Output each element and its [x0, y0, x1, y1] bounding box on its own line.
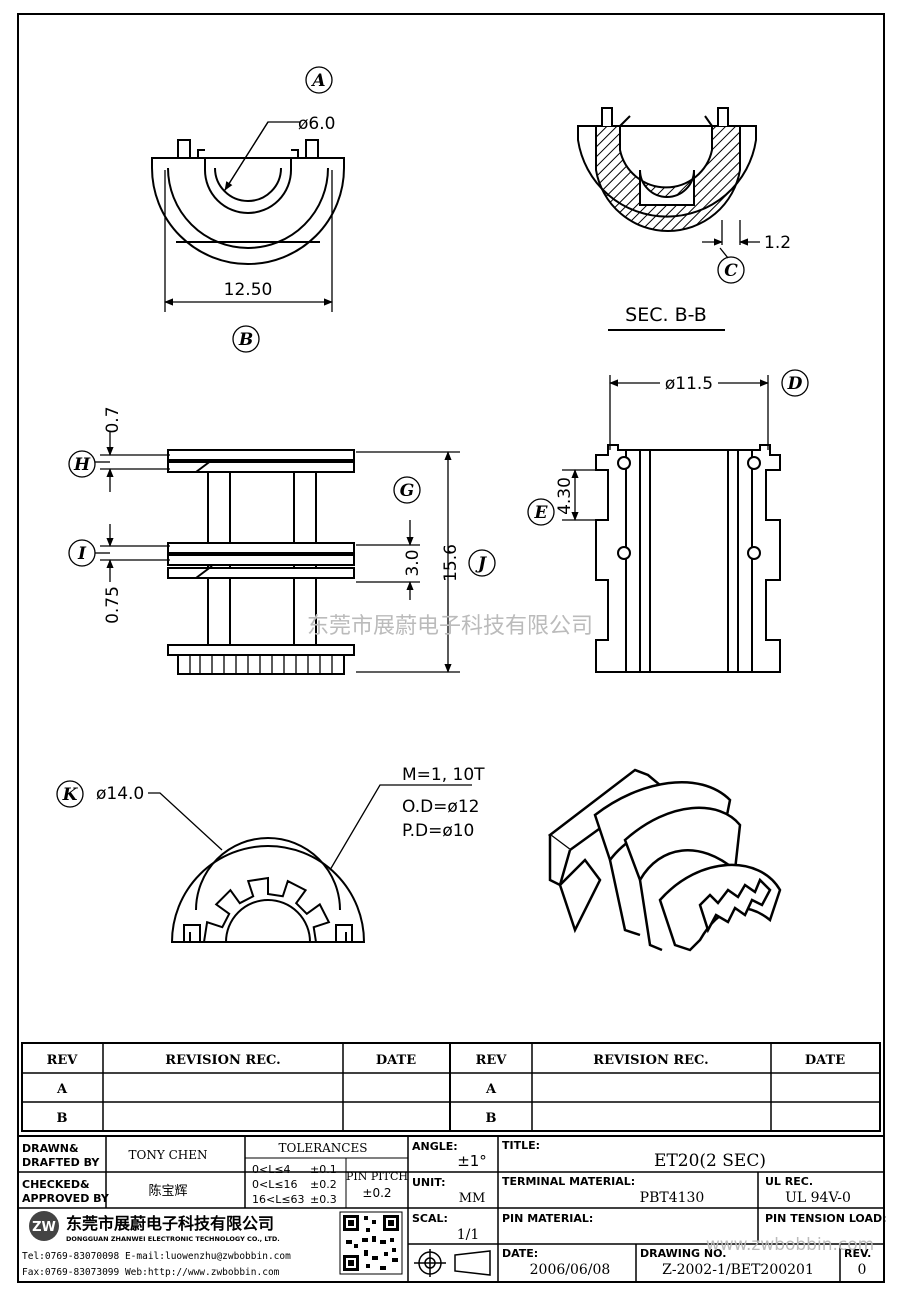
pin-pitch-label: PIN PITCH	[346, 1170, 408, 1183]
label-i: I	[77, 544, 87, 564]
unit-label: UNIT:	[412, 1176, 446, 1189]
tol-value-2: ±0.2	[310, 1178, 337, 1191]
view-section	[577, 107, 757, 232]
drawing-no-label: DRAWING NO.	[640, 1247, 726, 1260]
pin-pitch-value: ±0.2	[362, 1186, 391, 1200]
checked-value: 陈宝辉	[148, 1183, 187, 1199]
view-top	[151, 139, 345, 265]
tol-value-3: ±0.3	[310, 1193, 337, 1206]
dim-h430: 4.30	[555, 477, 575, 515]
angle-label: ANGLE:	[412, 1140, 458, 1153]
terminal-value: PBT4130	[640, 1190, 705, 1206]
dim-pd: P.D=ø10	[402, 821, 474, 841]
qr-code-icon	[339, 1211, 403, 1275]
rev-row-b-right: B	[486, 1111, 497, 1126]
drawn-label: DRAWN&	[22, 1142, 79, 1155]
projection-symbol-icon	[414, 1249, 491, 1277]
checked-label: CHECKED&	[22, 1178, 90, 1191]
dim-d60: ø6.0	[298, 114, 335, 134]
scal-value: 1/1	[457, 1227, 480, 1243]
contact-line-2: Fax:0769-83073099 Web:http://www.zwbobbi…	[22, 1267, 280, 1278]
view-isometric	[547, 768, 782, 952]
view-front	[595, 444, 781, 673]
drawn-label-2: DRAFTED BY	[22, 1156, 100, 1169]
scal-label: SCAL:	[412, 1212, 448, 1225]
dim-h07: 0.7	[103, 406, 123, 433]
tol-range-3: 16<L≤63	[252, 1193, 305, 1206]
unit-value: MM	[459, 1191, 486, 1206]
company-name-en: DONGGUAN ZHANWEI ELECTRONIC TECHNOLOGY C…	[66, 1235, 280, 1243]
rev-value: 0	[858, 1262, 867, 1278]
tol-value-1: ±0.1	[310, 1163, 337, 1176]
dim-t12: 1.2	[764, 233, 791, 253]
pin-tension-label: PIN TENSION LOAD:	[765, 1212, 887, 1225]
rev-head-2: REVISION REC.	[165, 1053, 280, 1068]
tol-range-1: 0<L≤4	[252, 1163, 291, 1176]
date-value: 2006/06/08	[530, 1262, 611, 1278]
label-c: C	[724, 261, 738, 281]
rev-row-b-left: B	[57, 1111, 68, 1126]
dim-h156: 15.6	[441, 544, 461, 582]
company-name-cn: 东莞市展蔚电子科技有限公司	[66, 1214, 274, 1233]
ul-value: UL 94V-0	[785, 1190, 851, 1206]
dim-d115: ø11.5	[665, 374, 713, 394]
tol-range-2: 0<L≤16	[252, 1178, 298, 1191]
company-logo: ZW	[29, 1211, 59, 1241]
terminal-label: TERMINAL MATERIAL:	[502, 1175, 635, 1188]
label-j: J	[475, 554, 487, 574]
rev-head-1: REV	[47, 1053, 79, 1068]
revision-head: REV REVISION REC. DATE REV REVISION REC.…	[47, 1053, 846, 1126]
label-d: D	[787, 374, 803, 394]
watermark-text: 东莞市展蔚电子科技有限公司	[307, 614, 593, 639]
ul-label: UL REC.	[765, 1175, 813, 1188]
dim-od: O.D=ø12	[402, 797, 479, 817]
rev-head-3: DATE	[376, 1053, 416, 1068]
contact-line-1: Tel:0769-83070098 E-mail:luowenzhu@zwbob…	[22, 1251, 291, 1262]
label-k: K	[62, 785, 79, 805]
svg-text:ZW: ZW	[32, 1220, 56, 1235]
label-h: H	[73, 455, 91, 475]
dim-d140: ø14.0	[96, 784, 144, 804]
view-gear	[170, 837, 366, 943]
label-a: A	[310, 71, 325, 91]
angle-value: ±1°	[457, 1152, 487, 1170]
watermark-url: www.zwbobbin.com	[706, 1235, 874, 1255]
rev-head-4: REV	[476, 1053, 508, 1068]
rev-row-a-left: A	[56, 1082, 68, 1097]
rev-label: REV.	[844, 1247, 871, 1260]
view-top-dims	[164, 66, 333, 353]
label-g: G	[400, 481, 415, 501]
label-b: B	[238, 330, 253, 350]
side-pins	[189, 655, 333, 674]
drawing-no-value: Z-2002-1/BET200201	[662, 1262, 814, 1278]
dim-w1250: 12.50	[224, 280, 273, 300]
title-block-grid	[17, 1135, 885, 1283]
view-side	[167, 449, 355, 675]
dim-h30: 3.0	[403, 549, 423, 576]
revision-table	[21, 1042, 881, 1132]
pin-material-label: PIN MATERIAL:	[502, 1212, 593, 1225]
rev-head-6: DATE	[805, 1053, 845, 1068]
dim-module: M=1, 10T	[402, 765, 485, 785]
view-section-dims	[608, 220, 760, 331]
view-gear-dims	[56, 780, 472, 871]
view-side-dims	[68, 432, 496, 673]
title-label: TITLE:	[502, 1139, 540, 1152]
section-title: SEC. B-B	[625, 304, 707, 326]
rev-row-a-right: A	[485, 1082, 497, 1097]
tolerances-label: TOLERANCES	[279, 1141, 368, 1155]
rev-head-5: REVISION REC.	[593, 1053, 708, 1068]
checked-label-2: APPROVED BY	[22, 1192, 110, 1205]
drawn-value: TONY CHEN	[129, 1148, 208, 1162]
dim-h075: 0.75	[103, 586, 123, 624]
title-value: ET20(2 SEC)	[654, 1151, 766, 1171]
view-front-dims	[527, 369, 809, 526]
label-e: E	[534, 503, 549, 523]
date-label: DATE:	[502, 1247, 538, 1260]
